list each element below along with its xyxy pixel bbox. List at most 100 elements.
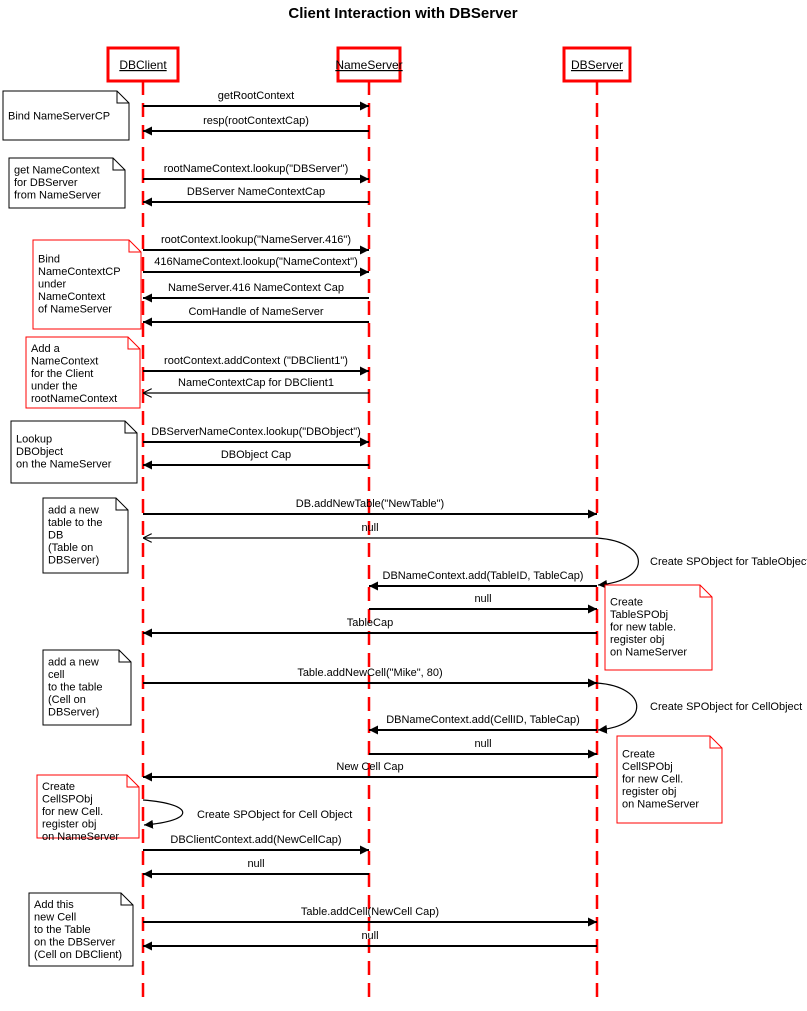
note-box: [604, 584, 713, 671]
messages: getRootContextresp(rootContextCap)rootNa…: [143, 90, 597, 951]
note-line: under the: [31, 381, 77, 393]
participant-db: DBServer: [562, 46, 632, 83]
message-m3: rootNameContext.lookup("DBServer"): [143, 163, 369, 184]
note-line: add a new: [48, 504, 99, 516]
note-fold: [116, 91, 129, 104]
message-m11: DBServerNameContex.lookup("DBObject"): [143, 426, 369, 447]
note-line: TableSPObj: [610, 609, 668, 621]
note-line: new Cell: [34, 912, 76, 924]
note-line: (Cell on DBClient): [34, 949, 122, 961]
message-label: Table.addNewCell("Mike", 80): [297, 667, 442, 679]
message-label: null: [361, 930, 378, 942]
message-m18: Table.addNewCell("Mike", 80): [143, 667, 597, 688]
message-m23: null: [143, 858, 369, 879]
message-label: ComHandle of NameServer: [188, 306, 323, 318]
message-label: rootContext.addContext ("DBClient1"): [164, 355, 348, 367]
note-line: cell: [48, 669, 65, 681]
self-call-arrow: [596, 682, 638, 734]
note-line: rootNameContext: [31, 393, 117, 405]
message-m4: DBServer NameContextCap: [143, 186, 369, 207]
message-label: DBNameContext.add(CellID, TableCap): [386, 714, 580, 726]
message-label: New Cell Cap: [336, 761, 403, 773]
message-m2: resp(rootContextCap): [143, 115, 369, 136]
message-m19: DBNameContext.add(CellID, TableCap): [369, 714, 597, 735]
message-label: DBServer NameContextCap: [187, 186, 325, 198]
note-box: [616, 735, 723, 824]
note-line: on NameServer: [610, 646, 687, 658]
note-line: Bind: [38, 253, 60, 265]
note-fold: [126, 775, 139, 788]
message-label: DBClientContext.add(NewCellCap): [170, 834, 341, 846]
note-line: on the DBServer: [34, 937, 116, 949]
note-fold: [124, 421, 137, 434]
note-fold: [128, 240, 141, 253]
message-label: Table.addCell(NewCell Cap): [301, 906, 439, 918]
message-m10: NameContextCap for DBClient1: [143, 377, 369, 393]
self-call-label: Create SPObject for CellObject: [650, 701, 802, 713]
message-m16: null: [369, 593, 597, 614]
note-line: Bind NameServerCP: [8, 111, 110, 123]
self-call-s2: Create SPObject for CellObject: [596, 682, 802, 734]
message-m7: NameServer.416 NameContext Cap: [143, 282, 369, 303]
note-line: DBServer): [48, 554, 99, 566]
message-m24: Table.addCell(NewCell Cap): [143, 906, 597, 927]
note-line: for new table.: [610, 621, 676, 633]
message-m12: DBObject Cap: [143, 449, 369, 470]
message-label: DBObject Cap: [221, 449, 291, 461]
message-m21: New Cell Cap: [143, 761, 597, 782]
self-call-arrow: [596, 537, 639, 589]
note-line: DB: [48, 529, 63, 541]
message-label: DBServerNameContex.lookup("DBObject"): [151, 426, 361, 438]
note-box: [42, 649, 132, 726]
note-line: add a new: [48, 656, 99, 668]
self-call-label: Create SPObject for Cell Object: [197, 809, 352, 821]
note-line: DBServer): [48, 706, 99, 718]
participant-label: DBServer: [571, 58, 623, 72]
message-m14: null: [143, 522, 597, 538]
message-label: resp(rootContextCap): [203, 115, 309, 127]
note-line: to the Table: [34, 924, 91, 936]
message-label: NameServer.416 NameContext Cap: [168, 282, 344, 294]
note-line: on NameServer: [622, 798, 699, 810]
note-line: Add this: [34, 899, 74, 911]
note-box: [28, 892, 134, 967]
self-call-s1: Create SPObject for TableObject: [596, 537, 807, 589]
message-label: null: [474, 593, 491, 605]
message-m20: null: [369, 738, 597, 759]
note-fold: [699, 585, 712, 598]
message-label: DB.addNewTable("NewTable"): [296, 498, 444, 510]
participant-box: [562, 46, 632, 83]
message-m8: ComHandle of NameServer: [143, 306, 369, 327]
diagram-title: Client Interaction with DBServer: [288, 5, 517, 22]
note-line: table to the: [48, 517, 102, 529]
note-line: Lookup: [16, 433, 52, 445]
message-label: null: [247, 858, 264, 870]
note-line: NameContext: [31, 356, 98, 368]
note-n1: Bind NameServerCP: [2, 90, 130, 141]
note-line: CellSPObj: [42, 794, 93, 806]
note-line: under: [38, 278, 66, 290]
note-line: Create: [610, 596, 643, 608]
note-line: Create: [622, 748, 655, 760]
note-line: register obj: [42, 819, 96, 831]
note-line: for DBServer: [14, 177, 78, 189]
note-line: get NameContext: [14, 164, 100, 176]
message-label: null: [361, 522, 378, 534]
self-call-s3: Create SPObject for Cell Object: [142, 799, 352, 829]
note-line: CellSPObj: [622, 761, 673, 773]
message-label: TableCap: [347, 617, 393, 629]
note-line: from NameServer: [14, 189, 101, 201]
self-call-label: Create SPObject for TableObject: [650, 556, 807, 568]
note-line: Add a: [31, 343, 61, 355]
participant-box: [106, 46, 180, 83]
message-label: rootNameContext.lookup("DBServer"): [164, 163, 349, 175]
note-fold: [112, 158, 125, 171]
